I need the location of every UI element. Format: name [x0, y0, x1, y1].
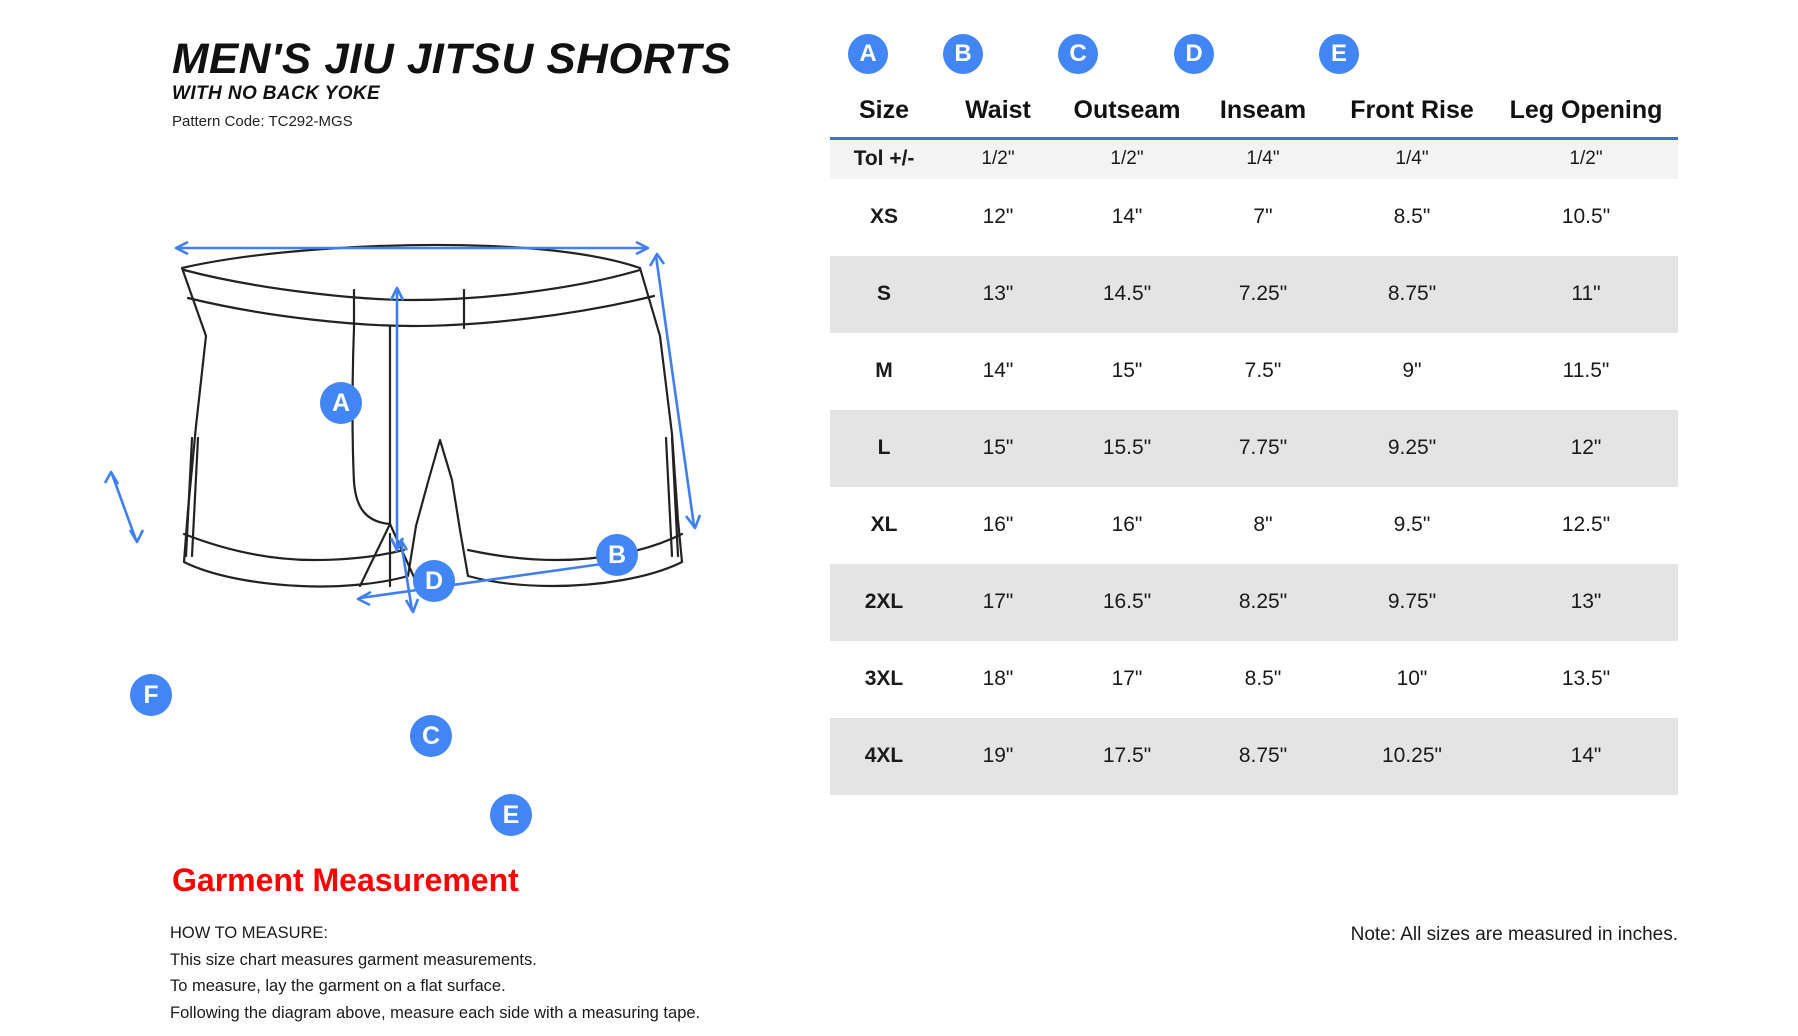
column-badge-c: C	[1058, 34, 1098, 74]
cell-leg-opening: 13.5"	[1561, 667, 1611, 690]
diagram-label-f: F	[130, 674, 172, 716]
cell-outseam: 15.5"	[1058, 409, 1196, 487]
cell-waist: 16"	[982, 513, 1014, 536]
cell-inseam: 8.25"	[1196, 563, 1330, 641]
column-header-inseam: Inseam	[1196, 96, 1330, 140]
how-to-measure-block: HOW TO MEASURE: This size chart measures…	[170, 920, 700, 1027]
cell-inseam: 7.25"	[1196, 255, 1330, 333]
column-badge-row: A B C D E	[830, 34, 1798, 84]
cell-front-rise: 9.25"	[1330, 409, 1494, 487]
cell-outseam: 16"	[1111, 513, 1143, 536]
cell-leg-opening: 1/2"	[1494, 138, 1678, 179]
cell-waist: 12"	[982, 205, 1014, 228]
cell-size: M	[875, 359, 893, 382]
table-row: XS 12" 14" 7" 8.5" 10.5"	[830, 179, 1678, 256]
table-row: Tol +/- 1/2" 1/2" 1/4" 1/4" 1/2"	[830, 138, 1678, 179]
table-row: S 13" 14.5" 7.25" 8.75" 11"	[830, 255, 1678, 333]
cell-inseam: 8.75"	[1196, 717, 1330, 795]
column-header-front-rise: Front Rise	[1330, 96, 1494, 140]
cell-size: 2XL	[830, 563, 938, 641]
cell-leg-opening: 11"	[1494, 255, 1678, 333]
cell-size: S	[830, 255, 938, 333]
cell-leg-opening: 14"	[1494, 717, 1678, 795]
diagram-label-d: D	[413, 560, 455, 602]
cell-waist: 14"	[982, 359, 1014, 382]
cell-inseam: 7"	[1253, 205, 1273, 228]
cell-front-rise: 1/4"	[1330, 138, 1494, 179]
cell-leg-opening: 12"	[1494, 409, 1678, 487]
cell-front-rise: 8.5"	[1393, 205, 1431, 228]
cell-front-rise: 9.5"	[1393, 513, 1431, 536]
how-to-measure-line: This size chart measures garment measure…	[170, 950, 537, 969]
left-panel: MEN'S JIU JITSU SHORTS WITH NO BACK YOKE…	[0, 0, 830, 1036]
cell-leg-opening: 11.5"	[1562, 359, 1610, 382]
cell-front-rise: 9.75"	[1330, 563, 1494, 641]
cell-leg-opening: 10.5"	[1561, 205, 1611, 228]
cell-outseam: 1/2"	[1058, 138, 1196, 179]
size-chart-table: Size Waist Outseam Inseam Front Rise Leg…	[830, 96, 1678, 795]
cell-inseam: 1/4"	[1196, 138, 1330, 179]
column-header-waist: Waist	[938, 96, 1058, 140]
table-row: 3XL 18" 17" 8.5" 10" 13.5"	[830, 641, 1678, 718]
how-to-measure-line: To measure, lay the garment on a flat su…	[170, 977, 506, 996]
cell-front-rise: 10.25"	[1330, 717, 1494, 795]
cell-size: Tol +/-	[830, 138, 938, 179]
cell-front-rise: 8.75"	[1330, 255, 1494, 333]
cell-size: 3XL	[864, 667, 904, 690]
title-block: MEN'S JIU JITSU SHORTS WITH NO BACK YOKE…	[172, 38, 792, 131]
column-header-outseam: Outseam	[1058, 96, 1196, 140]
column-header-size: Size	[830, 96, 938, 140]
garment-measurement-heading: Garment Measurement	[172, 862, 519, 898]
column-badge-e: E	[1319, 34, 1359, 74]
page-title: MEN'S JIU JITSU SHORTS	[172, 35, 732, 83]
table-note: Note: All sizes are measured in inches.	[1350, 924, 1678, 945]
cell-waist: 1/2"	[938, 138, 1058, 179]
shorts-technical-drawing-svg	[103, 240, 702, 614]
page-subtitle: WITH NO BACK YOKE	[172, 83, 381, 104]
column-badge-b: B	[943, 34, 983, 74]
table-header-row: Size Waist Outseam Inseam Front Rise Leg…	[830, 96, 1678, 140]
column-header-leg-opening: Leg Opening	[1494, 96, 1678, 140]
cell-waist: 19"	[938, 717, 1058, 795]
cell-size: XS	[869, 205, 898, 228]
cell-waist: 13"	[938, 255, 1058, 333]
table-row: M 14" 15" 7.5" 9" 11.5"	[830, 333, 1678, 410]
cell-front-rise: 9"	[1402, 359, 1422, 382]
table-body: Tol +/- 1/2" 1/2" 1/4" 1/4" 1/2" XS 12" …	[830, 138, 1678, 795]
size-table-panel: A B C D E Size Waist Outseam Inseam Fron…	[830, 0, 1798, 1036]
cell-inseam: 8"	[1253, 513, 1273, 536]
diagram-label-a: A	[320, 382, 362, 424]
cell-leg-opening: 12.5"	[1561, 513, 1611, 536]
cell-size: XL	[870, 513, 898, 536]
cell-front-rise: 10"	[1396, 667, 1428, 690]
cell-outseam: 14.5"	[1058, 255, 1196, 333]
cell-size: 4XL	[830, 717, 938, 795]
cell-waist: 17"	[938, 563, 1058, 641]
cell-outseam: 16.5"	[1058, 563, 1196, 641]
cell-waist: 15"	[938, 409, 1058, 487]
diagram-label-b: B	[596, 534, 638, 576]
cell-inseam: 7.75"	[1196, 409, 1330, 487]
diagram-label-e: E	[490, 794, 532, 836]
column-badge-a: A	[848, 34, 888, 74]
cell-outseam: 17.5"	[1058, 717, 1196, 795]
cell-inseam: 7.5"	[1244, 359, 1282, 382]
cell-outseam: 15"	[1111, 359, 1143, 382]
cell-waist: 18"	[982, 667, 1014, 690]
table-row: 4XL 19" 17.5" 8.75" 10.25" 14"	[830, 717, 1678, 795]
cell-inseam: 8.5"	[1244, 667, 1282, 690]
column-badge-d: D	[1174, 34, 1214, 74]
table-row: L 15" 15.5" 7.75" 9.25" 12"	[830, 409, 1678, 487]
how-to-measure-line: HOW TO MEASURE:	[170, 924, 328, 942]
table-row: XL 16" 16" 8" 9.5" 12.5"	[830, 487, 1678, 564]
table-row: 2XL 17" 16.5" 8.25" 9.75" 13"	[830, 563, 1678, 641]
cell-leg-opening: 13"	[1494, 563, 1678, 641]
cell-outseam: 17"	[1111, 667, 1143, 690]
shorts-diagram: A B C D E F	[60, 190, 760, 836]
cell-outseam: 14"	[1111, 205, 1143, 228]
pattern-code: Pattern Code: TC292-MGS	[172, 113, 353, 130]
diagram-label-c: C	[410, 715, 452, 757]
how-to-measure-line: Following the diagram above, measure eac…	[170, 1004, 701, 1023]
cell-size: L	[830, 409, 938, 487]
